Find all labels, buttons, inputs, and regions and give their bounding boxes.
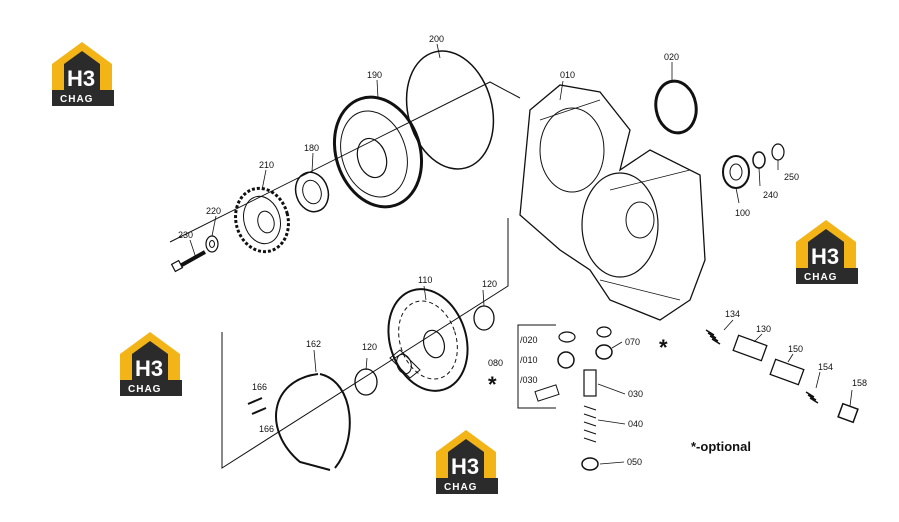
part-210-gear [234, 186, 290, 254]
label-150: 150 [788, 344, 803, 354]
label-080-030: /030 [520, 375, 538, 385]
part-166-pins [247, 397, 267, 415]
label-180: 180 [304, 143, 319, 153]
label-070: 070 [625, 337, 640, 347]
label-158: 158 [852, 378, 867, 388]
part-220-washer [205, 235, 219, 253]
label-030: 030 [628, 389, 643, 399]
logo-mark: H3 [135, 356, 163, 381]
label-120-upper: 120 [482, 279, 497, 289]
label-100: 100 [735, 208, 750, 218]
label-230: 230 [178, 230, 193, 240]
label-110: 110 [418, 275, 432, 285]
brand-logo: H3 CHAG [52, 42, 114, 106]
label-220: 220 [206, 206, 221, 216]
part-120-ring-lower [354, 368, 378, 396]
part-010-housing [519, 84, 706, 321]
optional-note: *-optional [691, 439, 751, 454]
part-240-ring [752, 151, 766, 169]
logo-mark: H3 [67, 66, 95, 91]
valve-stack [517, 324, 613, 471]
part-180-bearing [294, 171, 330, 213]
logo-name: CHAG [128, 384, 161, 395]
label-134: 134 [725, 309, 740, 319]
optional-asterisk: * [659, 335, 668, 360]
label-080-020: /020 [520, 335, 538, 345]
frame-lines [169, 81, 521, 469]
brand-logo: H3 CHAG [436, 430, 498, 494]
logo-mark: H3 [451, 454, 479, 479]
label-130: 130 [756, 324, 771, 334]
leader-lines [189, 43, 853, 465]
part-110-impeller [387, 288, 469, 392]
label-190: 190 [367, 70, 382, 80]
label-050: 050 [627, 457, 642, 467]
optional-asterisk: * [488, 372, 497, 397]
label-040: 040 [628, 419, 643, 429]
label-020: 020 [664, 52, 679, 62]
label-166-lower: 166 [259, 424, 274, 434]
label-120-lower: 120 [362, 342, 377, 352]
part-230-bolt [170, 250, 206, 273]
part-190-plate [332, 95, 424, 209]
part-100-bearing [722, 155, 750, 189]
label-166-upper: 166 [252, 382, 267, 392]
part-200-ring [405, 50, 495, 170]
label-250: 250 [784, 172, 799, 182]
label-080: 080 [488, 358, 503, 368]
part-020-ring [654, 79, 698, 135]
label-080-010: /010 [520, 355, 538, 365]
logo-name: CHAG [60, 94, 93, 105]
logo-name: CHAG [804, 272, 837, 283]
part-120-ring-upper [473, 305, 495, 331]
logo-name: CHAG [444, 482, 477, 493]
logo-mark: H3 [811, 244, 839, 269]
label-154: 154 [818, 362, 833, 372]
part-250-ring [771, 143, 785, 161]
label-210: 210 [259, 160, 274, 170]
part-162-snap-ring [275, 373, 351, 471]
brand-logo: H3 CHAG [796, 220, 858, 284]
brand-logo: H3 CHAG [120, 332, 182, 396]
shaft-assembly [705, 329, 859, 424]
label-010: 010 [560, 70, 575, 80]
label-162: 162 [306, 339, 321, 349]
label-200: 200 [429, 34, 444, 44]
label-240: 240 [763, 190, 778, 200]
